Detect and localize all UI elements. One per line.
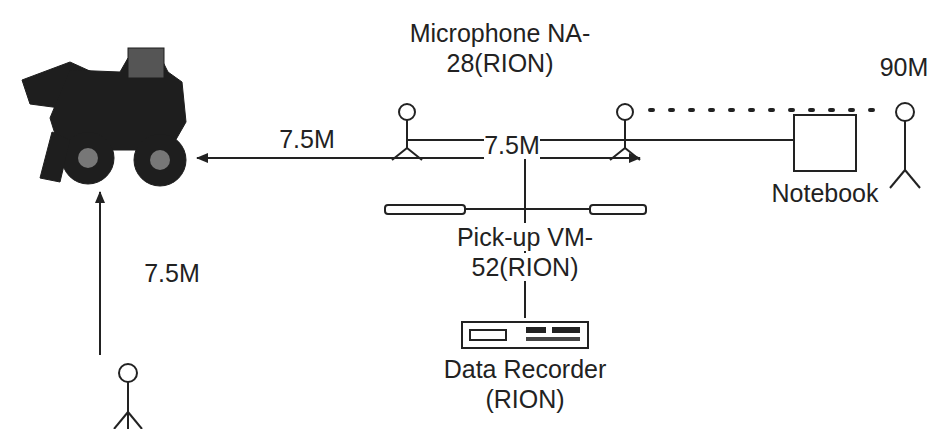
pickup-sensor xyxy=(385,205,646,214)
wheel-loader xyxy=(22,48,186,186)
label-text: 7.5M xyxy=(144,259,200,287)
label-text: Microphone NA-28(RION) xyxy=(410,19,591,77)
label-text: 7.5M xyxy=(279,125,335,153)
distance-arrow xyxy=(197,157,640,159)
listener-figure xyxy=(890,103,920,188)
node-text: Notebook xyxy=(740,178,910,208)
measure-label: Microphone NA-28(RION) xyxy=(400,18,600,78)
notebook-box xyxy=(793,114,857,172)
notebook-node: Notebook xyxy=(740,114,910,208)
distance-arrow xyxy=(99,192,101,355)
label-text: 7.5M xyxy=(484,131,540,159)
recorder-icon xyxy=(460,318,590,350)
microphone-stand xyxy=(392,104,422,160)
dotted-line xyxy=(650,108,880,112)
recorder-node: Data Recorder (RION) xyxy=(425,318,625,414)
label-text: Pick-up VM-52(RION) xyxy=(457,223,593,281)
node-text: Data Recorder (RION) xyxy=(425,354,625,414)
measure-label: 7.5M xyxy=(130,258,214,288)
measure-label: 7.5M xyxy=(262,124,352,154)
measure-label: Pick-up VM-52(RION) xyxy=(430,222,620,282)
label-text: 90M xyxy=(880,53,929,81)
measure-label: 7.5M xyxy=(468,130,556,160)
microphone-stand xyxy=(610,104,640,160)
listener-figure xyxy=(114,364,142,429)
measure-label: 90M xyxy=(866,52,942,82)
